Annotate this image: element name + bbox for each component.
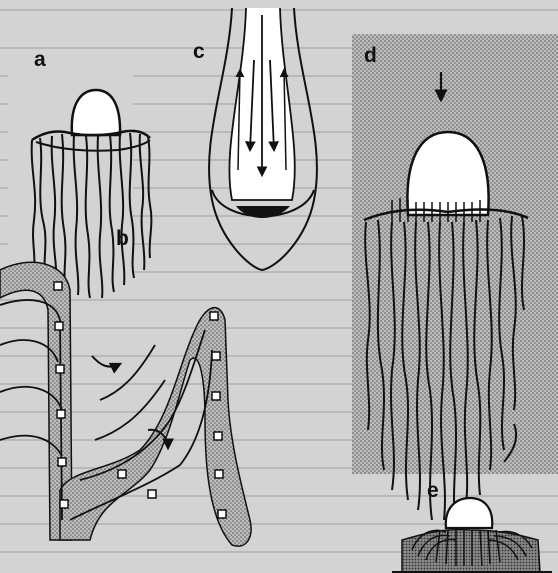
panel-d-label: d xyxy=(364,44,377,67)
panel-b-flow-arrow-upper xyxy=(92,356,120,367)
panel-c-label: c xyxy=(193,40,205,63)
panel-a-label: a xyxy=(34,48,46,71)
panel-e-label: e xyxy=(427,479,439,502)
panel-e: e xyxy=(392,479,552,572)
panel-d: d xyxy=(352,34,558,525)
panel-a: a xyxy=(8,48,151,298)
panel-b-label: b xyxy=(116,227,129,250)
panel-e-medusa-bell xyxy=(446,498,492,528)
